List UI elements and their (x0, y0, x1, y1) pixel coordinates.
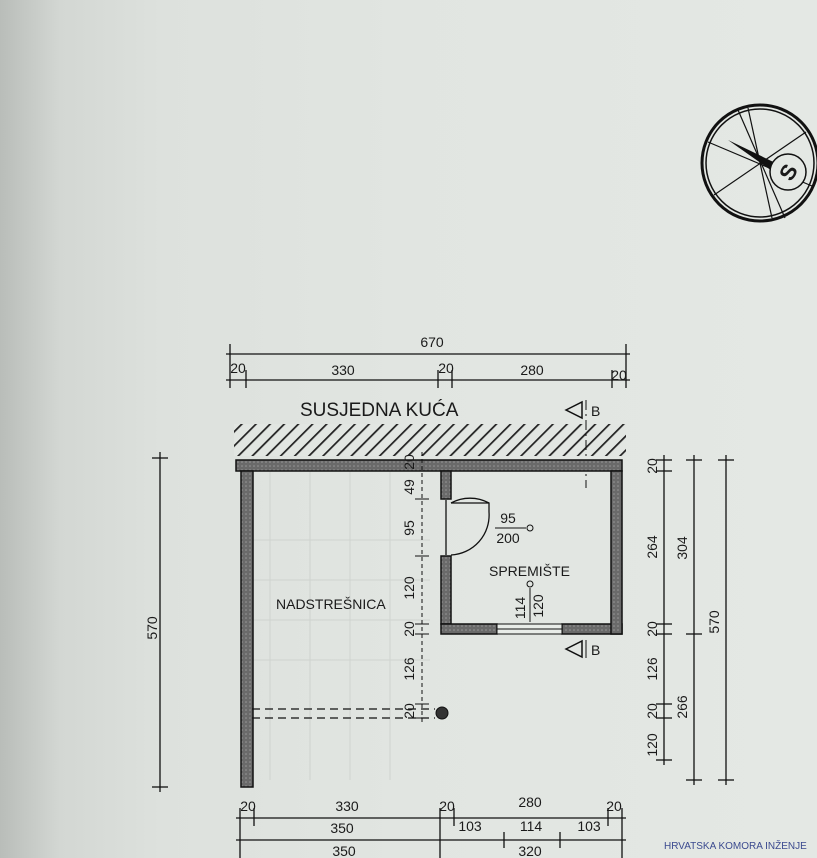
door-width: 95 (500, 510, 516, 526)
faint-background-grid (250, 470, 430, 780)
door-height: 200 (496, 530, 520, 546)
dim-inner-20c: 20 (401, 703, 417, 719)
dim-top-total: 670 (420, 334, 444, 350)
dim-top-a: 20 (230, 360, 246, 376)
dim-bottom-r1-a: 20 (240, 798, 256, 814)
section-marker-bottom: B (564, 639, 600, 659)
dim-top-c: 20 (438, 360, 454, 376)
storage-door (445, 497, 490, 556)
dim-bottom-r2-b: 103 (458, 818, 482, 834)
dim-inner-20b: 20 (401, 621, 417, 637)
top-dimension-lines (226, 344, 630, 388)
section-marker-top: B (564, 400, 600, 488)
dim-bottom-r1-b: 330 (335, 798, 359, 814)
dim-inner-20: 20 (401, 454, 417, 470)
dim-right-2b: 266 (674, 695, 690, 719)
dim-right-1c: 20 (644, 621, 660, 637)
dim-bottom-r1-e: 20 (606, 798, 622, 814)
storage-label: SPREMIŠTE (489, 563, 570, 579)
dim-left-total: 570 (144, 616, 160, 640)
dim-right-1d: 126 (644, 657, 660, 681)
dim-bottom-r1-c: 20 (439, 798, 455, 814)
dim-right-1a: 20 (644, 458, 660, 474)
canopy-beam-dashed (252, 708, 435, 719)
dim-right-1e: 20 (644, 703, 660, 719)
dim-bottom-r2-d: 103 (577, 818, 601, 834)
dim-inner-95: 95 (401, 520, 417, 536)
door-tag: 95 200 (495, 510, 534, 546)
canopy-label: NADSTREŠNICA (276, 596, 386, 612)
dim-bottom-r2-a: 350 (330, 820, 354, 836)
neighbor-wall-hatch (234, 424, 626, 456)
dim-inner-126: 126 (401, 657, 417, 681)
dim-inner-49: 49 (401, 479, 417, 495)
dim-inner-120: 120 (401, 576, 417, 600)
window-height: 120 (530, 594, 546, 618)
dim-bottom-r2-c: 114 (520, 818, 543, 834)
dim-top-e: 20 (611, 367, 627, 383)
north-arrow-compass: S (700, 103, 817, 223)
window-width: 114 (512, 597, 528, 620)
dim-bottom-r3-b: 320 (518, 843, 542, 858)
right-dimension-lines (656, 455, 734, 785)
bottom-dimension-lines (236, 808, 626, 858)
left-dimension-line (152, 452, 168, 792)
dim-top-d: 280 (520, 362, 544, 378)
dim-right-1f: 120 (644, 733, 660, 757)
canopy-post (435, 706, 449, 720)
storage-window (496, 623, 563, 635)
dim-bottom-r3-a: 350 (332, 843, 356, 858)
dim-bottom-r1-d: 280 (518, 794, 542, 810)
building-walls (235, 459, 623, 788)
neighbor-house-label: SUSJEDNA KUĆA (300, 399, 459, 421)
inner-vertical-dimension (415, 452, 429, 722)
dim-top-b: 330 (331, 362, 355, 378)
section-letter-top: B (591, 403, 600, 419)
dim-right-3a: 570 (706, 610, 722, 634)
chamber-stamp-text: HRVATSKA KOMORA INŽENJE (664, 839, 807, 852)
section-letter-bottom: B (591, 642, 600, 658)
dim-right-1b: 264 (644, 535, 660, 559)
dim-right-2a: 304 (674, 536, 690, 560)
window-tag: 114 120 (512, 580, 546, 622)
